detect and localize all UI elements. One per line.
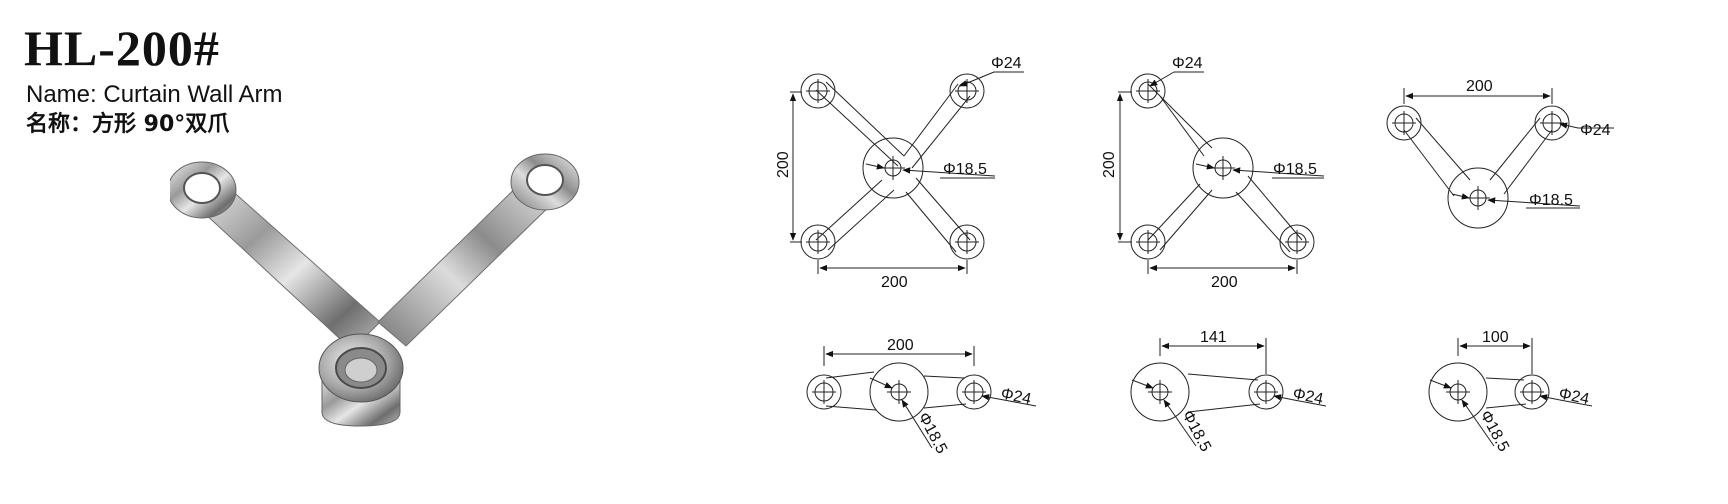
label-hole-dia: Φ24 [999,385,1033,408]
drawing-2-arm-inline-100: Φ24 Φ18.5 100 [1428,329,1593,455]
product-photo [170,153,580,427]
label-width: 200 [1466,78,1493,95]
label-hole-dia: Φ24 [1291,385,1325,408]
left-hole-ring [170,161,237,219]
label-center-dia: Φ18.5 [1178,408,1214,455]
label-center-dia: Φ18.5 [914,410,950,457]
label-center-dia: Φ18.5 [1476,408,1512,455]
center-boss [318,333,404,427]
drawing-4-arm-x: Φ24 Φ18.5 200 200 [775,55,1024,291]
drawing-4-arm-offset: Φ24 Φ18.5 200 200 [1101,55,1325,291]
label-center-dia: Φ18.5 [943,161,987,178]
drawing-2-arm-inline-200: Φ24 Φ18.5 200 [806,337,1037,457]
label-width: 200 [1211,274,1238,291]
label-hole-dia: Φ24 [1557,385,1591,408]
label-center-dia: Φ18.5 [1529,192,1573,209]
right-hole-ring [510,153,580,211]
label-hole-dia: Φ24 [1580,122,1611,139]
label-hole-dia: Φ24 [991,55,1022,72]
drawing-2-arm-inline-141: Φ24 Φ18.5 141 [1130,329,1327,455]
label-center-dia: Φ18.5 [1273,161,1317,178]
drawing-2-arm-v: Φ24 Φ18.5 200 [1386,78,1614,229]
product-name-english: Name: Curtain Wall Arm [26,81,283,108]
product-name-chinese: 名称：方形 90°双爪 [26,112,230,137]
label-height: 200 [775,151,792,178]
label-width: 141 [1200,329,1227,346]
label-hole-dia: Φ24 [1172,55,1203,72]
label-width: 200 [881,274,908,291]
label-width: 100 [1482,329,1509,346]
product-model-title: HL-200# [24,20,220,76]
label-width: 200 [887,337,914,354]
label-height: 200 [1101,151,1118,178]
